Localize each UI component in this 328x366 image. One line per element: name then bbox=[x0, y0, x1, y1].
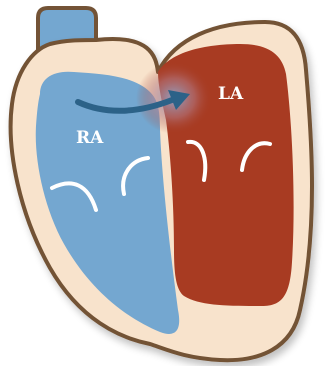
left-atrium-label: LA bbox=[218, 84, 244, 104]
right-atrium-label: RA bbox=[76, 128, 104, 148]
